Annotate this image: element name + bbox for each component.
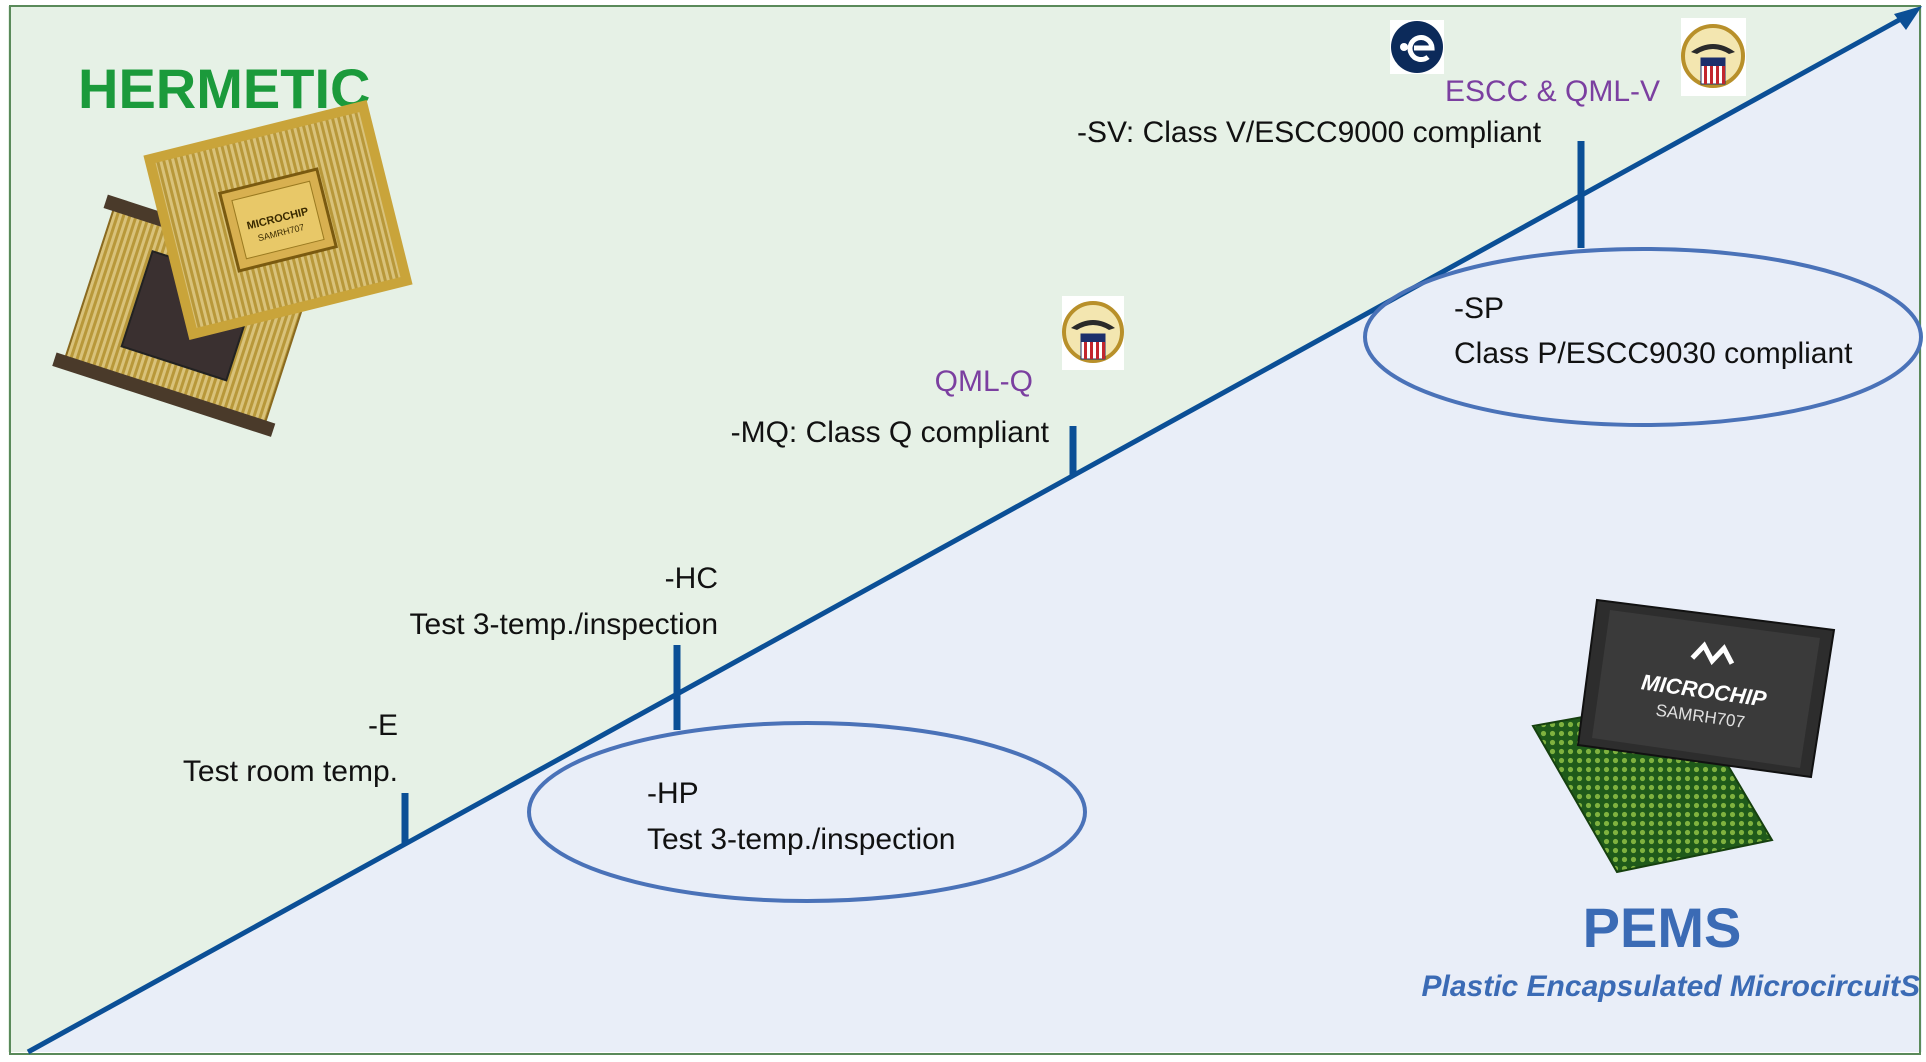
hermetic-package-image: MICROCHIP SAMRH707	[52, 100, 413, 437]
hermetic-title: HERMETIC	[78, 57, 370, 120]
grade-ticks	[401, 141, 1585, 843]
qml-q-label: QML-Q	[935, 365, 1033, 398]
grade-hc-code: -HC	[665, 562, 718, 595]
grade-hp-code: -HP	[647, 777, 699, 810]
grade-e-code: -E	[368, 709, 398, 742]
axis-arrowhead	[1894, 6, 1922, 30]
frame-border	[9, 5, 1921, 1055]
sp-grade-ellipse	[1363, 247, 1923, 427]
pems-subtitle: Plastic Encapsulated MicrocircuitS	[1421, 970, 1920, 1003]
grade-hp-description: Test 3-temp./inspection	[647, 823, 955, 856]
pems-title: PEMS	[1583, 896, 1742, 959]
hermetic-region	[8, 6, 1922, 1052]
grade-hc-description: Test 3-temp./inspection	[410, 608, 718, 641]
hp-grade-ellipse	[527, 721, 1087, 903]
pems-chip-image: MICROCHIP SAMRH707	[1531, 598, 1836, 874]
dla-seal-icon	[1681, 18, 1746, 96]
grade-sv-code: -SV: Class V/ESCC9000 compliant	[1077, 116, 1542, 149]
escc-qml-v-label: ESCC & QML-V	[1445, 75, 1660, 108]
grade-mq-code: -MQ: Class Q compliant	[731, 416, 1050, 449]
grade-sp-code: -SP	[1454, 292, 1504, 325]
esa-logo-icon	[1390, 20, 1444, 74]
grade-e-description: Test room temp.	[183, 755, 398, 788]
grade-axis-line	[26, 11, 1912, 1055]
dla-seal-icon	[1062, 296, 1124, 370]
grade-sp-description: Class P/ESCC9030 compliant	[1454, 337, 1853, 370]
